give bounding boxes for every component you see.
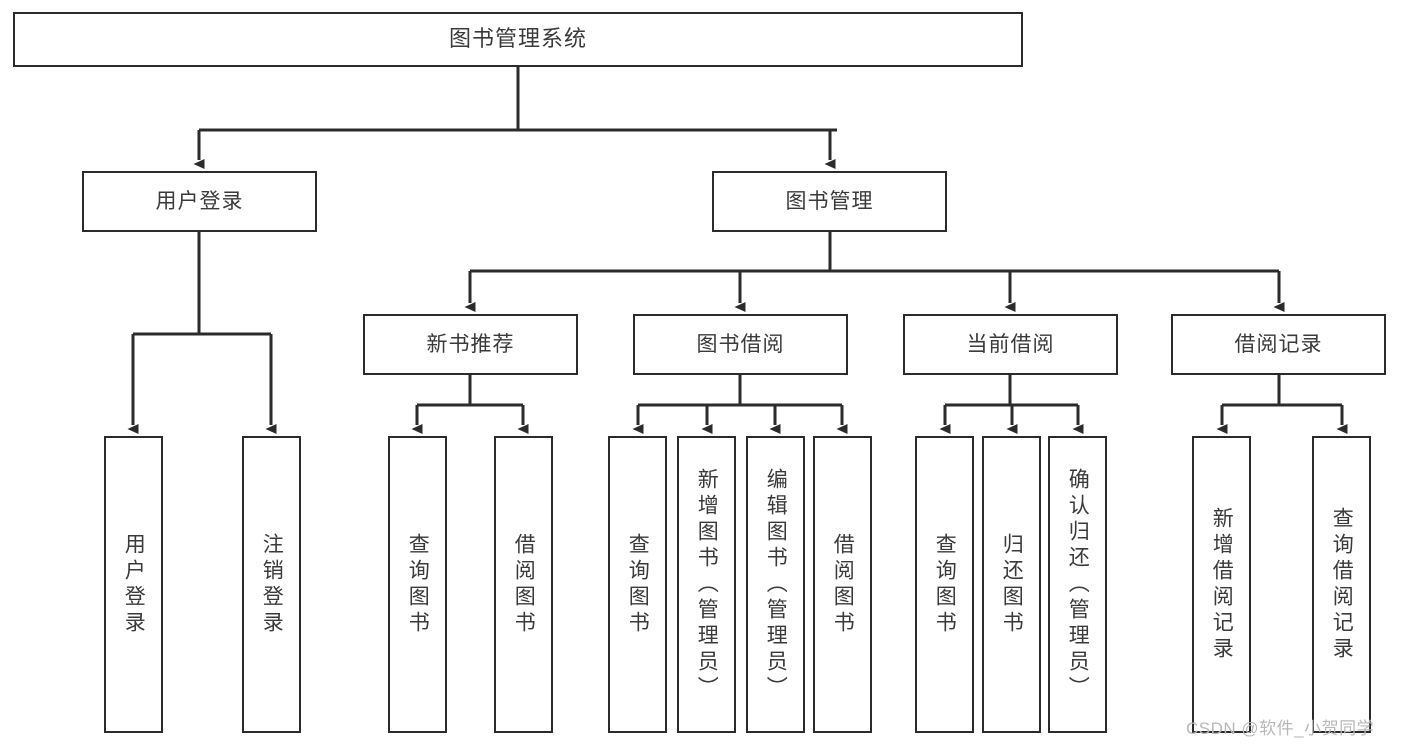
- node-leaf-query-book-1-label: 查询图书: [406, 532, 430, 637]
- node-leaf-query-book-2[interactable]: 查询图书: [608, 436, 667, 733]
- node-leaf-add-book-label: 新增图书（管理员）: [695, 467, 719, 702]
- node-leaf-query-record-label: 查询借阅记录: [1330, 506, 1354, 663]
- node-leaf-query-book-3-label: 查询图书: [933, 532, 957, 637]
- node-book-borrow[interactable]: 图书借阅: [633, 314, 848, 375]
- watermark-text: CSDN @软件_小贺同学: [1186, 719, 1375, 738]
- node-leaf-query-book-2-label: 查询图书: [626, 532, 650, 637]
- node-leaf-user-login[interactable]: 用户登录: [104, 436, 163, 733]
- node-leaf-return-book[interactable]: 归还图书: [982, 436, 1041, 733]
- node-leaf-edit-book-label: 编辑图书（管理员）: [764, 467, 788, 702]
- node-book-management-label: 图书管理: [785, 189, 874, 213]
- node-leaf-add-record[interactable]: 新增借阅记录: [1192, 436, 1251, 733]
- node-user-login-label: 用户登录: [155, 189, 244, 213]
- node-leaf-user-login-label: 用户登录: [122, 532, 146, 637]
- node-new-book-recommend-label: 新书推荐: [426, 332, 515, 356]
- node-leaf-edit-book[interactable]: 编辑图书（管理员）: [746, 436, 805, 733]
- node-new-book-recommend[interactable]: 新书推荐: [363, 314, 578, 375]
- node-leaf-user-logout[interactable]: 注销登录: [242, 436, 301, 733]
- node-book-borrow-label: 图书借阅: [696, 332, 785, 356]
- node-leaf-return-book-label: 归还图书: [1000, 532, 1024, 637]
- node-borrow-record[interactable]: 借阅记录: [1171, 314, 1386, 375]
- node-leaf-query-book-1[interactable]: 查询图书: [388, 436, 447, 733]
- node-leaf-add-record-label: 新增借阅记录: [1210, 506, 1234, 663]
- node-book-management[interactable]: 图书管理: [712, 171, 947, 232]
- node-leaf-confirm-return-label: 确认归还（管理员）: [1066, 467, 1090, 702]
- node-leaf-confirm-return[interactable]: 确认归还（管理员）: [1048, 436, 1107, 733]
- node-leaf-borrow-book-2-label: 借阅图书: [831, 532, 855, 637]
- node-leaf-borrow-book-1[interactable]: 借阅图书: [494, 436, 553, 733]
- node-current-borrow[interactable]: 当前借阅: [903, 314, 1118, 375]
- node-current-borrow-label: 当前借阅: [966, 332, 1055, 356]
- node-leaf-add-book[interactable]: 新增图书（管理员）: [677, 436, 736, 733]
- node-root[interactable]: 图书管理系统: [13, 12, 1023, 67]
- node-user-login[interactable]: 用户登录: [82, 171, 317, 232]
- node-leaf-query-book-3[interactable]: 查询图书: [915, 436, 974, 733]
- node-borrow-record-label: 借阅记录: [1234, 332, 1323, 356]
- node-leaf-borrow-book-1-label: 借阅图书: [512, 532, 536, 637]
- node-leaf-user-logout-label: 注销登录: [260, 532, 284, 637]
- node-root-label: 图书管理系统: [448, 26, 587, 52]
- node-leaf-borrow-book-2[interactable]: 借阅图书: [813, 436, 872, 733]
- node-leaf-query-record[interactable]: 查询借阅记录: [1312, 436, 1371, 733]
